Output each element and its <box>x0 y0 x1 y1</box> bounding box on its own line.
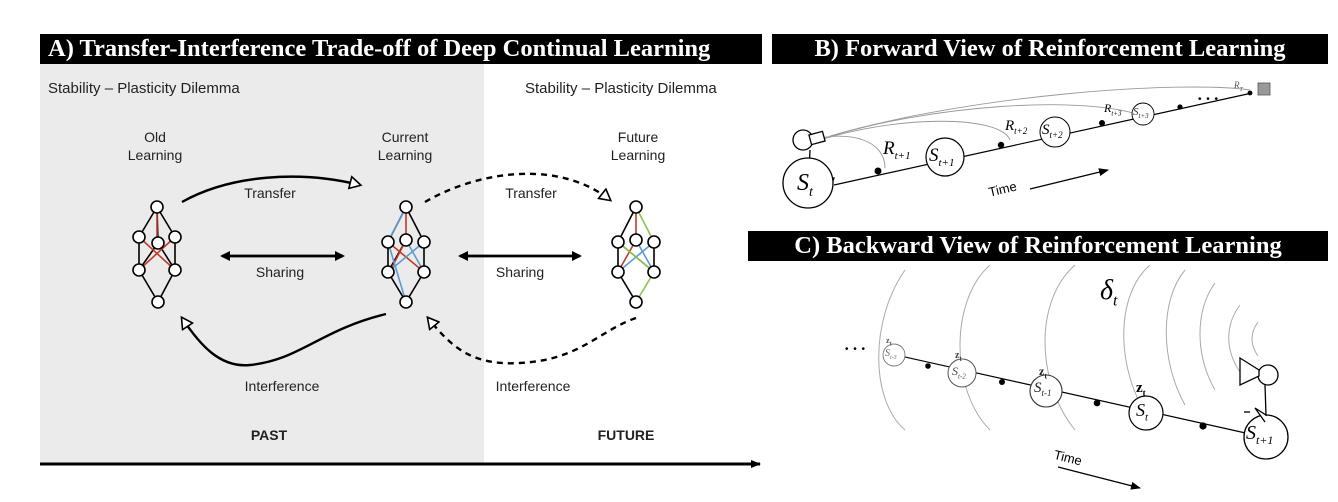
transfer-label-future: Transfer <box>505 185 557 201</box>
current-learning-label-2: Learning <box>377 147 433 163</box>
old-learning-label-1: Old <box>144 129 166 145</box>
state-s-t1: St+1 <box>929 145 955 169</box>
state-s-t2: St+2 <box>1042 122 1063 140</box>
future-label: FUTURE <box>597 427 655 443</box>
trace-z-t1: zt <box>1039 364 1047 381</box>
panel-a-title: A) Transfer-Interference Trade-off of De… <box>40 34 762 64</box>
state-c-t3: St-3 <box>885 348 897 361</box>
interference-label-future: Interference <box>495 378 571 394</box>
right-dilemma-label: Stability – Plasticity Dilemma <box>525 80 717 97</box>
future-learning-label-2: Learning <box>610 147 666 163</box>
agent-megaphone-figure <box>1239 356 1279 423</box>
old-learning-network <box>132 200 182 309</box>
old-learning-label-2: Learning <box>127 147 183 163</box>
state-c-t1: St-1 <box>1034 380 1052 398</box>
interference-label-past: Interference <box>244 378 320 394</box>
future-learning-label-1: Future <box>617 129 659 145</box>
trace-z-t: zt <box>1136 380 1146 398</box>
panel-b-title: B) Forward View of Reinforcement Learnin… <box>772 34 1328 64</box>
reward-r-t2: Rt+2 <box>1005 118 1028 136</box>
interference-arrow-past <box>182 312 387 367</box>
trace-z-t2: zt <box>955 350 962 363</box>
current-learning-label-1: Current <box>381 129 429 145</box>
future-learning-network <box>611 200 661 309</box>
state-s-t3: St+3 <box>1133 106 1149 121</box>
backward-view-diagram <box>878 264 1289 490</box>
state-s-t: St <box>797 170 813 200</box>
past-label: PAST <box>250 427 288 443</box>
interference-arrow-future <box>428 318 637 365</box>
reward-r-t3: Rt+3 <box>1104 101 1122 118</box>
sharing-label-past: Sharing <box>255 264 305 280</box>
backward-ellipsis: • • • <box>845 344 867 355</box>
transfer-arrow-future <box>424 172 610 204</box>
transfer-label-past: Transfer <box>244 185 296 201</box>
terminal-reward: RT <box>1234 80 1243 93</box>
left-dilemma-label: Stability – Plasticity Dilemma <box>48 80 240 97</box>
transfer-arrow-past <box>181 175 360 204</box>
forward-view-diagram <box>782 82 1271 209</box>
sharing-label-future: Sharing <box>495 264 545 280</box>
reward-r-t1: Rt+1 <box>883 138 911 162</box>
panel-c-title: C) Backward View of Reinforcement Learni… <box>748 231 1328 261</box>
state-c-t: St <box>1136 400 1149 424</box>
delta-label: δt <box>1100 275 1118 310</box>
state-c-t2: St-2 <box>952 364 966 381</box>
trace-z-t3: zt <box>886 336 892 348</box>
past-region <box>40 64 484 463</box>
state-c-t1-next: St+1 <box>1246 422 1274 447</box>
forward-ellipsis: • • • <box>1198 94 1220 105</box>
current-learning-network <box>381 200 431 309</box>
